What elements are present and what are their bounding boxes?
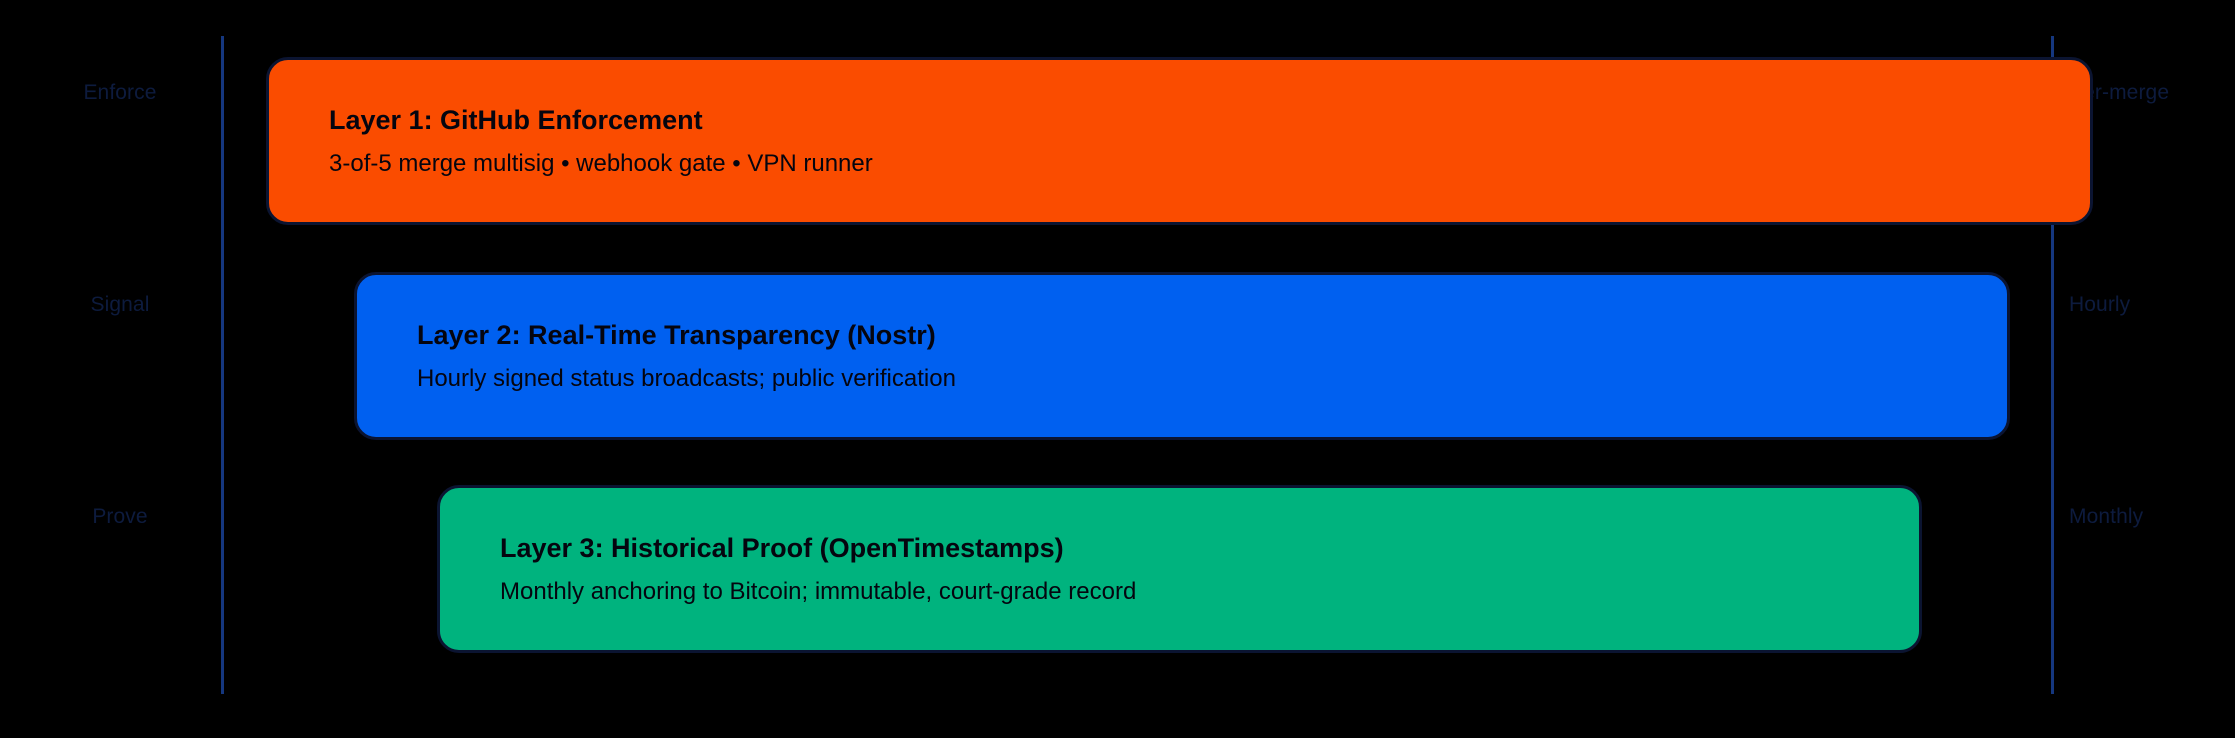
layer-2-subtitle: Hourly signed status broadcasts; public … bbox=[417, 364, 956, 392]
layer-2-title: Layer 2: Real-Time Transparency (Nostr) bbox=[417, 319, 936, 350]
layer-card-1[interactable]: Layer 1: GitHub Enforcement 3-of-5 merge… bbox=[266, 57, 2093, 225]
right-axis-label-monthly: Monthly bbox=[2069, 505, 2144, 528]
right-axis-label-per-merge: Per-merge bbox=[2069, 81, 2170, 104]
left-axis-label-signal: Signal bbox=[90, 293, 150, 316]
layer-3-title: Layer 3: Historical Proof (OpenTimestamp… bbox=[500, 532, 1064, 563]
layer-card-2[interactable]: Layer 2: Real-Time Transparency (Nostr) … bbox=[354, 272, 2010, 440]
left-axis-label-prove: Prove bbox=[92, 505, 148, 528]
left-axis-rail bbox=[221, 36, 224, 694]
right-axis-rail bbox=[2051, 36, 2054, 694]
right-axis-label-hourly: Hourly bbox=[2069, 293, 2131, 316]
layer-3-subtitle: Monthly anchoring to Bitcoin; immutable,… bbox=[500, 577, 1137, 605]
layer-1-title: Layer 1: GitHub Enforcement bbox=[329, 104, 703, 135]
layer-card-3[interactable]: Layer 3: Historical Proof (OpenTimestamp… bbox=[437, 485, 1922, 653]
left-axis-label-enforce: Enforce bbox=[83, 81, 157, 104]
layer-1-subtitle: 3-of-5 merge multisig • webhook gate • V… bbox=[329, 149, 873, 177]
